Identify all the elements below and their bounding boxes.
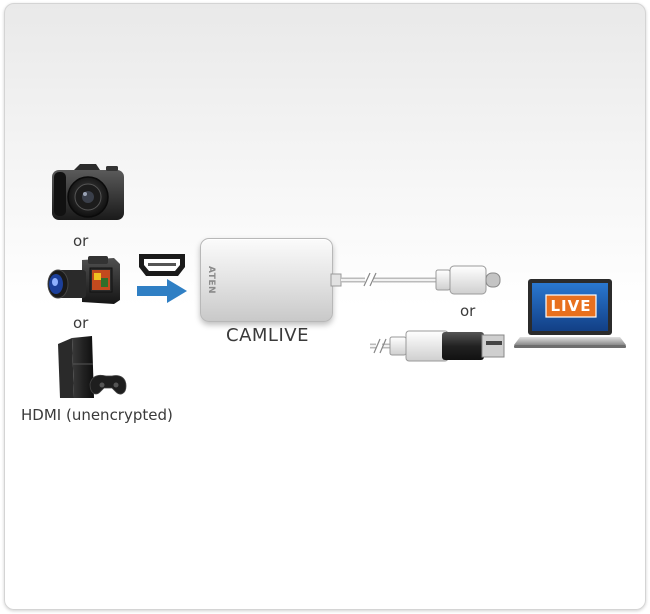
or-label-output: or [460, 302, 476, 320]
live-screen-label: LIVE [550, 297, 592, 315]
hdmi-port-icon [139, 254, 185, 276]
game-console-icon [58, 336, 127, 398]
dslr-camera-icon [52, 164, 124, 220]
or-label-2: or [73, 314, 89, 332]
laptop-icon [514, 279, 626, 348]
or-label-1: or [73, 232, 89, 250]
brand-label: ATEN [206, 266, 216, 295]
usb-a-connector-icon [370, 330, 505, 362]
usb-c-connector-icon [435, 265, 501, 295]
arrow-right-icon [137, 279, 187, 303]
usb-c-cable [330, 272, 451, 288]
input-label: HDMI (unencrypted) [21, 406, 173, 424]
camlive-adapter [200, 238, 333, 322]
camcorder-icon [47, 256, 120, 304]
device-name-label: CAMLIVE [226, 325, 309, 346]
